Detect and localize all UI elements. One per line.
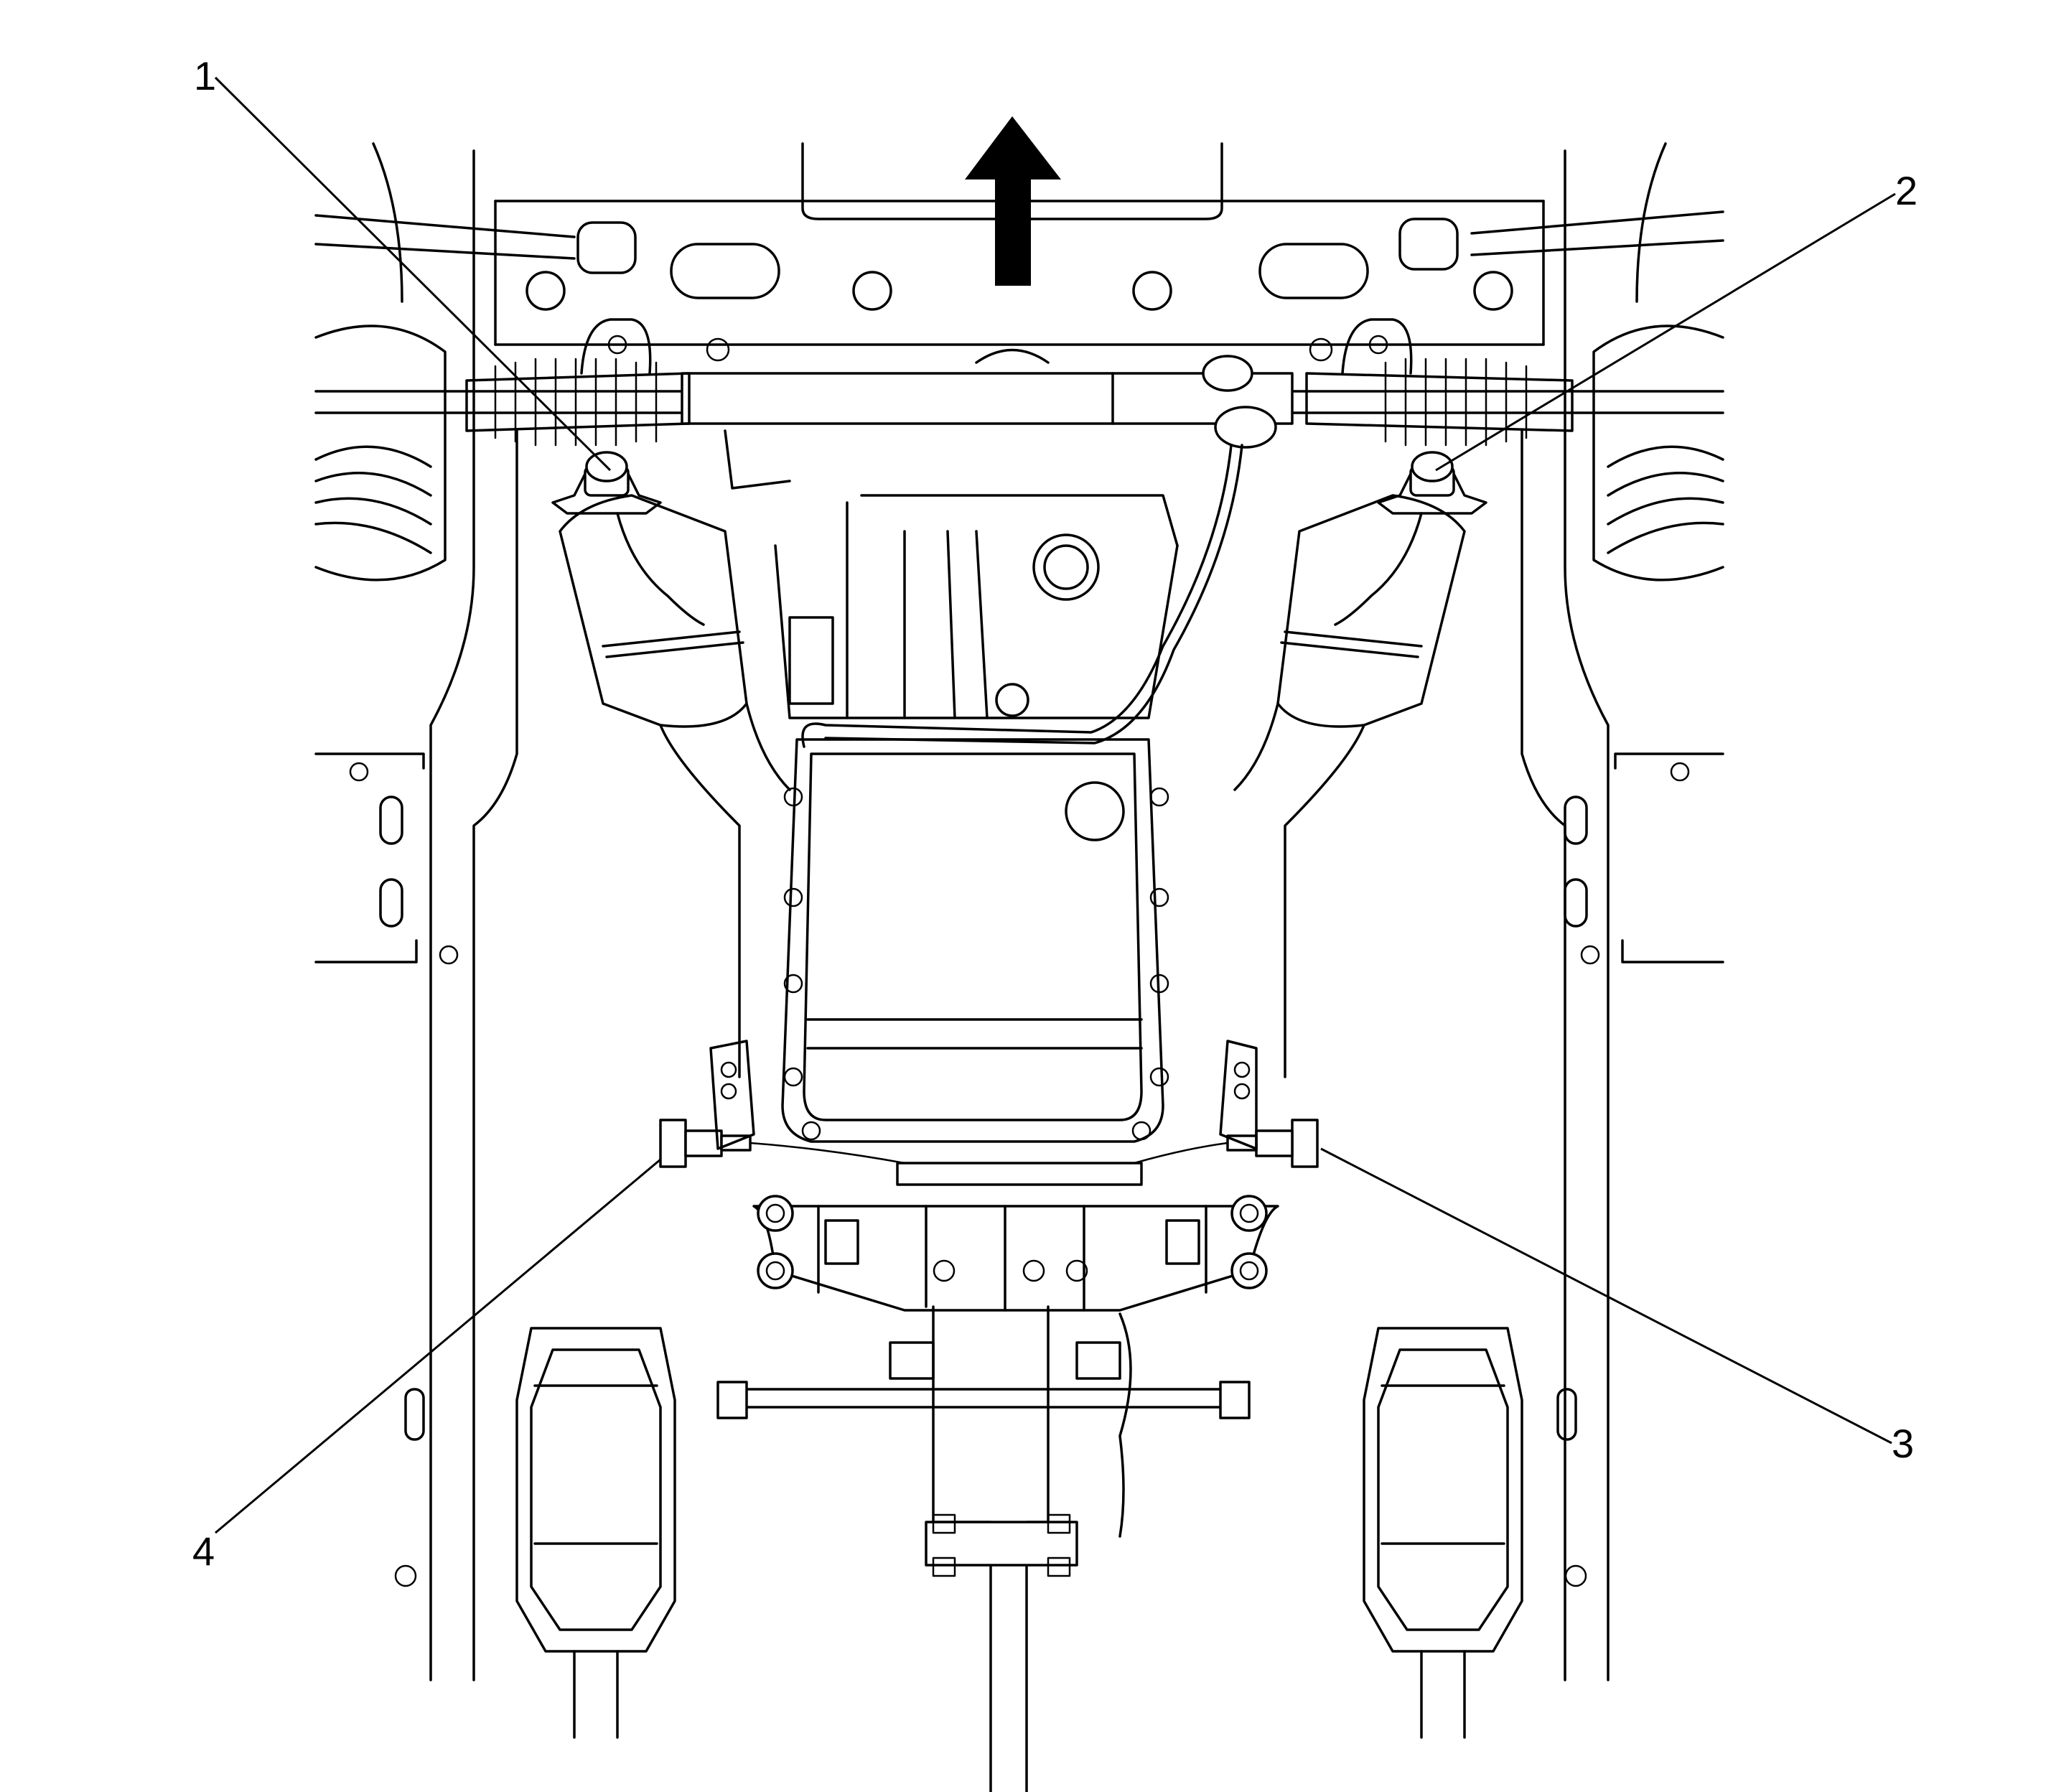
frame-rails [314, 142, 1724, 1681]
front-wheels [314, 325, 1724, 582]
engine-oil-pan [724, 429, 1179, 1143]
sensor-brackets [709, 1040, 1258, 1150]
callout-1: 1 [194, 53, 216, 98]
callout-3: 3 [1892, 1421, 1914, 1466]
driveshaft-assembly [716, 1305, 1251, 1792]
oxygen-sensor-1 [551, 451, 705, 626]
oxygen-sensor-4 [659, 1119, 906, 1168]
transmission-crossmember [752, 1162, 1279, 1312]
oxygen-sensor-3 [1133, 1119, 1319, 1168]
front-crossmember [494, 142, 1545, 364]
cooler-lines [801, 444, 1243, 748]
front-converter-right [1233, 494, 1466, 1078]
control-arms [314, 210, 1724, 274]
rear-converter-left [515, 1327, 676, 1739]
callout-leaders [214, 76, 1896, 1534]
front-converter-left [559, 494, 791, 1078]
oxygen-sensor-2 [1334, 451, 1487, 626]
rear-converter-right [1363, 1327, 1523, 1739]
callout-2: 2 [1895, 168, 1917, 213]
callout-4: 4 [192, 1529, 215, 1574]
steering-gear [314, 318, 1724, 449]
